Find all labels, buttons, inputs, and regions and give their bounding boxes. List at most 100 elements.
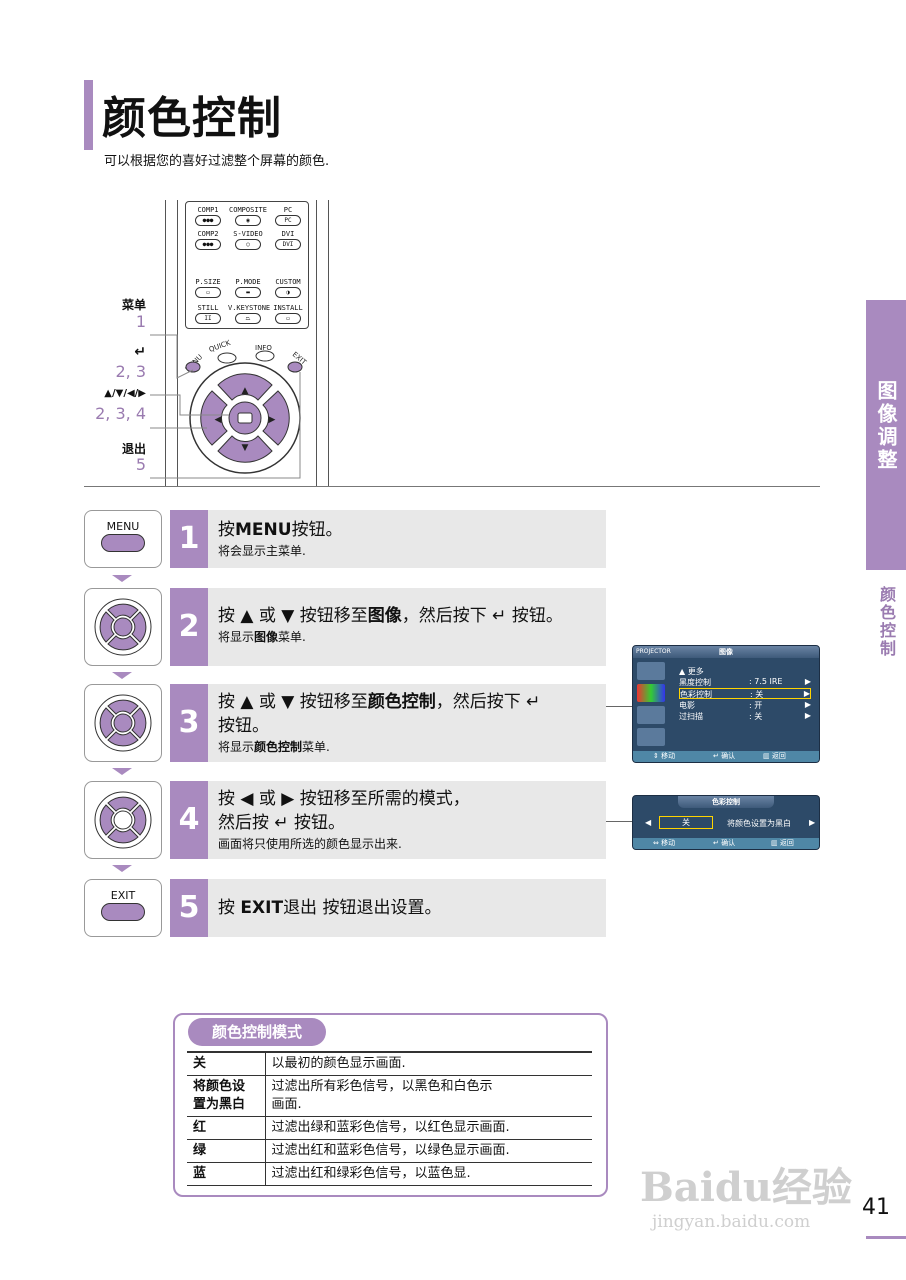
osd-category-icons <box>637 662 665 750</box>
mode-name: 绿 <box>187 1139 266 1163</box>
baidu-watermark-url: jingyan.baidu.com <box>652 1212 811 1232</box>
baidu-watermark-logo: Baidu经验 <box>640 1164 852 1211</box>
modes-table: 关 以最初的颜色显示画面. 将颜色设 置为黑白 过滤出所有彩色信号，以黑色和白色… <box>187 1051 592 1186</box>
step3-dpad-icon <box>84 684 162 762</box>
osd-picture-menu: PROJECTOR 图像 ▲ 更多 黑度控制 : 7.5 IRE ▶ 色彩控制 … <box>632 645 820 763</box>
osd-color-value[interactable]: 关 <box>659 816 713 829</box>
step5-number: 5 <box>170 879 208 937</box>
callout-enter-label: ↵ <box>134 344 146 360</box>
mode-name: 红 <box>187 1116 266 1140</box>
remote-edge-right <box>328 200 329 486</box>
title-accent-bar <box>84 80 93 150</box>
osd-row-overscan[interactable]: 过扫描 : 关 ▶ <box>679 711 811 721</box>
step1-instruction: 按MENU按钮。 <box>218 520 343 540</box>
svg-text:▼: ▼ <box>242 443 249 453</box>
key-vkeystone[interactable]: V.KEYSTONE⏢ <box>228 304 271 324</box>
step2-result: 将显示图像菜单. <box>218 630 306 644</box>
menu-key[interactable] <box>185 361 201 373</box>
step3-number: 3 <box>170 684 208 762</box>
step2-number: 2 <box>170 588 208 666</box>
table-row: 关 以最初的颜色显示画面. <box>187 1052 592 1076</box>
step-arrow-1 <box>112 575 132 582</box>
step5-instruction: 按 EXIT退出 按钮退出设置。 <box>218 898 442 918</box>
osd-row-black-level[interactable]: 黑度控制 : 7.5 IRE ▶ <box>679 677 811 687</box>
key-comp2[interactable]: COMP2●●● <box>188 230 228 250</box>
side-tab-section <box>866 300 906 570</box>
key-comp1[interactable]: COMP1●●● <box>188 206 228 226</box>
svg-text:▲: ▲ <box>242 386 249 396</box>
step4-box: 按 ◀ 或 ▶ 按钮移至所需的模式，然后按 ↵ 按钮。 画面将只使用所选的颜色显… <box>208 781 606 859</box>
step5-box: 按 EXIT退出 按钮退出设置。 <box>208 879 606 937</box>
table-row: 将颜色设 置为黑白 过滤出所有彩色信号，以黑色和白色示 画面. <box>187 1075 592 1117</box>
osd-color-desc: 将颜色设置为黑白 <box>727 819 791 828</box>
dpad-left[interactable] <box>200 390 228 446</box>
step1-number: 1 <box>170 510 208 568</box>
key-custom[interactable]: CUSTOM◑ <box>275 278 301 298</box>
step2-box: 按 ▲ 或 ▼ 按钮移至图像，然后按下 ↵ 按钮。 将显示图像菜单. <box>208 588 606 666</box>
osd-row-color-control[interactable]: 色彩控制 : 关 ▶ <box>679 688 811 699</box>
modes-table-title: 颜色控制模式 <box>188 1018 326 1046</box>
quick-key-label: QUICK <box>208 339 232 354</box>
step5-exit-icon: EXIT <box>84 879 162 937</box>
page-number-underline <box>866 1236 906 1239</box>
osd-row-film[interactable]: 电影 : 开 ▶ <box>679 700 811 710</box>
svg-text:▶: ▶ <box>269 415 276 425</box>
svg-text:◀: ◀ <box>215 415 222 425</box>
mode-desc: 过滤出红和蓝彩色信号，以绿色显示画面. <box>271 1143 510 1158</box>
mode-name: 蓝 <box>187 1162 266 1186</box>
mode-desc: 过滤出绿和蓝彩色信号，以红色显示画面. <box>271 1120 510 1135</box>
table-row: 绿 过滤出红和蓝彩色信号，以绿色显示画面. <box>187 1139 592 1163</box>
key-install[interactable]: INSTALL▭ <box>273 304 303 324</box>
step4-instruction: 按 ◀ 或 ▶ 按钮移至所需的模式，然后按 ↵ 按钮。 <box>218 789 470 833</box>
mode-name: 将颜色设 置为黑白 <box>187 1075 266 1117</box>
callout-enter-num: 2, 3 <box>115 362 146 381</box>
table-row: 蓝 过滤出红和绿彩色信号，以蓝色显. <box>187 1162 592 1186</box>
callout-menu-num: 1 <box>135 312 146 331</box>
dpad-right[interactable] <box>262 390 290 446</box>
quick-key[interactable] <box>217 352 237 364</box>
step3-instruction: 按 ▲ 或 ▼ 按钮移至颜色控制，然后按下 ↵按钮。 <box>218 692 541 736</box>
page-subtitle: 可以根据您的喜好过滤整个屏幕的颜色. <box>104 154 330 169</box>
step4-dpad-icon <box>84 781 162 859</box>
osd-row-more: ▲ 更多 <box>679 667 704 676</box>
mode-desc: 过滤出红和绿彩色信号，以蓝色显. <box>271 1166 471 1181</box>
osd-color-control: 色彩控制 ◀ 关 将颜色设置为黑白 ▶ ⇔ 移动 ↵ 确认 ▥ 返回 <box>632 795 820 850</box>
page-title: 颜色控制 <box>102 93 282 144</box>
side-tab-section-label: 图像调整 <box>874 380 898 472</box>
callout-line-enter <box>150 394 229 416</box>
mode-desc: 以最初的颜色显示画面. <box>271 1056 406 1071</box>
step-arrow-4 <box>112 865 132 872</box>
step1-box: 按MENU按钮。 将会显示主菜单. <box>208 510 606 568</box>
key-psize[interactable]: P.SIZE▭ <box>195 278 221 298</box>
key-pmode[interactable]: P.MODE▬ <box>235 278 261 298</box>
info-key[interactable] <box>255 350 275 362</box>
key-svideo[interactable]: S-VIDEO○ <box>233 230 263 250</box>
modes-table-frame <box>173 1013 608 1197</box>
step2-instruction: 按 ▲ 或 ▼ 按钮移至图像，然后按下 ↵ 按钮。 <box>218 606 563 626</box>
remote-edge-right-inner <box>316 200 317 486</box>
mode-desc: 过滤出所有彩色信号，以黑色和白色示 画面. <box>271 1079 493 1112</box>
step2-dpad-icon <box>84 588 162 666</box>
remote-nav-pad: MENU QUICK INFO EXIT ▲ ▼ ◀ ▶ <box>150 334 308 479</box>
dpad-up[interactable] <box>217 373 273 401</box>
step-arrow-3 <box>112 768 132 775</box>
callout-exit-num: 5 <box>135 455 146 474</box>
step3-box: 按 ▲ 或 ▼ 按钮移至颜色控制，然后按下 ↵按钮。 将显示颜色控制菜单. <box>208 684 606 762</box>
info-key-label: INFO <box>255 344 272 352</box>
mode-name: 关 <box>187 1052 266 1076</box>
table-row: 红 过滤出绿和蓝彩色信号，以红色显示画面. <box>187 1116 592 1140</box>
side-tab-topic-label: 颜色控制 <box>877 586 896 658</box>
osd-color-title: 色彩控制 <box>678 796 774 808</box>
osd-picture-footer: ⇕ 移动 ↵ 确认 ▥ 返回 <box>633 751 819 762</box>
page-number: 41 <box>862 1195 890 1220</box>
step-arrow-2 <box>112 672 132 679</box>
osd1-connector <box>606 706 632 707</box>
step4-number: 4 <box>170 781 208 859</box>
callout-line-exit <box>150 372 301 479</box>
dpad-down[interactable] <box>217 435 273 463</box>
key-composite[interactable]: COMPOSITE◉ <box>229 206 267 226</box>
exit-key[interactable] <box>287 361 303 373</box>
